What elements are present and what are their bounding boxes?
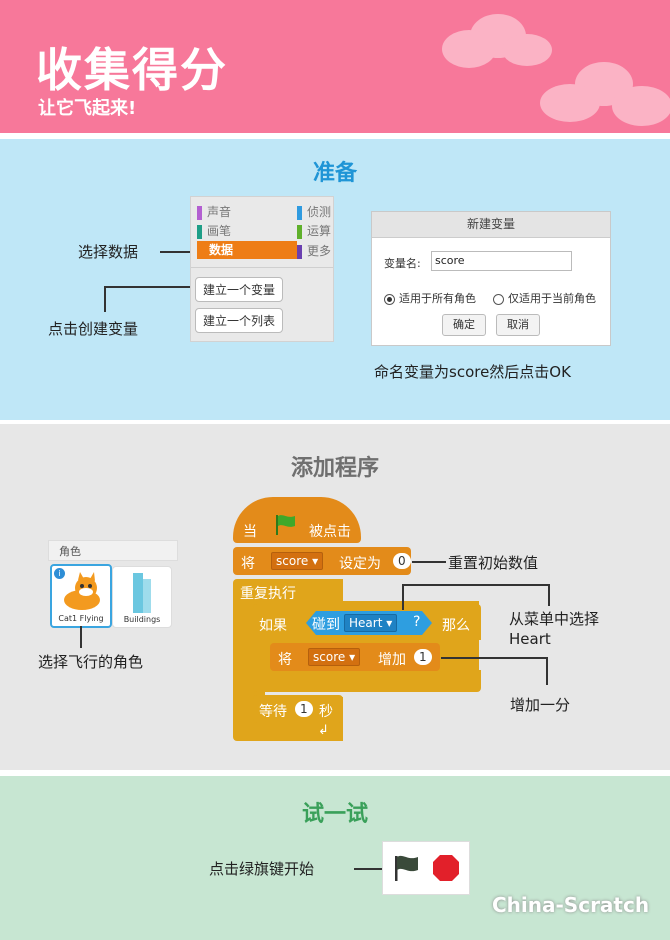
callout-line <box>402 584 404 610</box>
option-all-sprites[interactable]: 适用于所有角色 <box>384 290 476 306</box>
category-data-selected[interactable]: 数据 <box>197 241 297 259</box>
forever-label: 重复执行 <box>240 586 296 602</box>
cloud-decoration <box>540 84 600 122</box>
sprites-pane-header: 角色 <box>48 540 178 561</box>
callout-line <box>160 251 194 253</box>
sprite-name: Cat1 Flying <box>58 614 104 623</box>
loop-arrow-icon: ↲ <box>318 723 329 738</box>
cancel-button[interactable]: 取消 <box>496 314 540 336</box>
category-sound[interactable]: 声音 <box>197 203 231 220</box>
callout-line <box>546 657 548 685</box>
callout-line <box>441 657 548 659</box>
when-flag-clicked-block[interactable]: 当 被点击 <box>233 497 361 543</box>
radio-icon[interactable] <box>493 293 504 305</box>
change-variable-block[interactable]: 将 score ▾ 增加 1 <box>270 643 440 671</box>
cloud-decoration <box>442 30 496 68</box>
run-controls <box>382 841 470 895</box>
section-title: 添加程序 <box>290 456 379 481</box>
touching-label: 碰到 <box>312 617 340 633</box>
set-variable-block[interactable]: 将 score ▾ 设定为 0 <box>233 547 411 575</box>
label-create-variable: 点击创建变量 <box>48 320 139 338</box>
make-list-button[interactable]: 建立一个列表 <box>195 308 284 333</box>
category-more[interactable]: 更多 <box>297 242 331 259</box>
touch-target-dropdown[interactable]: Heart ▾ <box>344 614 398 632</box>
callout-line <box>104 286 106 312</box>
section-title: 准备 <box>312 161 357 186</box>
green-flag-button[interactable] <box>391 853 421 883</box>
callout-line <box>548 584 550 606</box>
question-mark: ? <box>413 614 421 630</box>
stop-button[interactable] <box>431 853 461 883</box>
category-color-swatch <box>197 205 202 220</box>
make-variable-button[interactable]: 建立一个变量 <box>195 277 284 302</box>
caption-name-variable: 命名变量为score然后点击OK <box>374 363 571 381</box>
variable-dropdown[interactable]: score ▾ <box>271 552 324 570</box>
change-value-input[interactable]: 1 <box>414 649 432 665</box>
category-sensing[interactable]: 侦测 <box>297 203 331 220</box>
set-value-input[interactable]: 0 <box>393 553 411 569</box>
category-color-swatch <box>197 224 202 239</box>
sprite-buildings[interactable]: Buildings <box>112 566 172 628</box>
label-pick-heart-line2: Heart <box>509 630 551 648</box>
callout-line <box>402 584 550 586</box>
label-add-one-point: 增加一分 <box>510 696 571 714</box>
section-title: 试一试 <box>301 802 368 827</box>
callout-line <box>80 626 82 648</box>
section-try-it: 试一试 <box>0 776 670 940</box>
callout-line <box>104 286 192 288</box>
variable-dropdown[interactable]: score ▾ <box>308 648 361 666</box>
cloud-decoration <box>502 34 552 66</box>
page-subtitle: 让它飞起来! <box>38 98 137 119</box>
radio-selected-icon[interactable] <box>384 293 395 305</box>
variable-name-label: 变量名: <box>384 257 421 270</box>
category-color-swatch <box>297 205 302 220</box>
option-this-sprite[interactable]: 仅适用于当前角色 <box>493 290 596 306</box>
sprite-name: Buildings <box>123 615 161 624</box>
category-color-swatch <box>297 224 302 239</box>
sprite-cat1-flying[interactable]: i Cat1 Flying <box>50 564 112 628</box>
label-pick-heart-line1: 从菜单中选择 <box>509 610 600 628</box>
wait-value-input[interactable]: 1 <box>295 701 313 717</box>
callout-line <box>354 868 384 870</box>
watermark: China-Scratch <box>492 893 650 917</box>
label-select-data: 选择数据 <box>78 243 139 261</box>
header-banner: 收集得分 让它飞起来! <box>0 0 670 133</box>
new-variable-dialog: 新建变量 变量名: score 适用于所有角色 仅适用于当前角色 确定 取消 <box>371 211 611 346</box>
dialog-title: 新建变量 <box>372 212 610 238</box>
ok-button[interactable]: 确定 <box>442 314 486 336</box>
then-label: 那么 <box>442 618 470 634</box>
label-choose-sprite: 选择飞行的角色 <box>38 653 144 671</box>
divider <box>191 267 333 268</box>
info-icon[interactable]: i <box>54 568 65 579</box>
variable-name-input[interactable]: score <box>431 251 572 271</box>
buildings-sprite-icon <box>133 573 151 613</box>
cat-sprite-icon <box>64 572 100 610</box>
wait-block[interactable]: 等待 1 秒 <box>253 695 343 723</box>
callout-line <box>412 561 446 563</box>
green-flag-icon <box>276 515 295 535</box>
block-palette: 声音 画笔 数据 侦测 运算 更多 建立一个变量 建立一个列表 <box>190 196 334 342</box>
label-click-green-flag: 点击绿旗键开始 <box>209 860 315 878</box>
page-title: 收集得分 <box>36 43 228 97</box>
label-reset-value: 重置初始数值 <box>448 554 539 572</box>
category-color-swatch <box>297 244 302 259</box>
category-operators[interactable]: 运算 <box>297 222 331 239</box>
cloud-decoration <box>612 86 670 126</box>
if-label: 如果 <box>259 618 287 634</box>
category-pen[interactable]: 画笔 <box>197 222 231 239</box>
